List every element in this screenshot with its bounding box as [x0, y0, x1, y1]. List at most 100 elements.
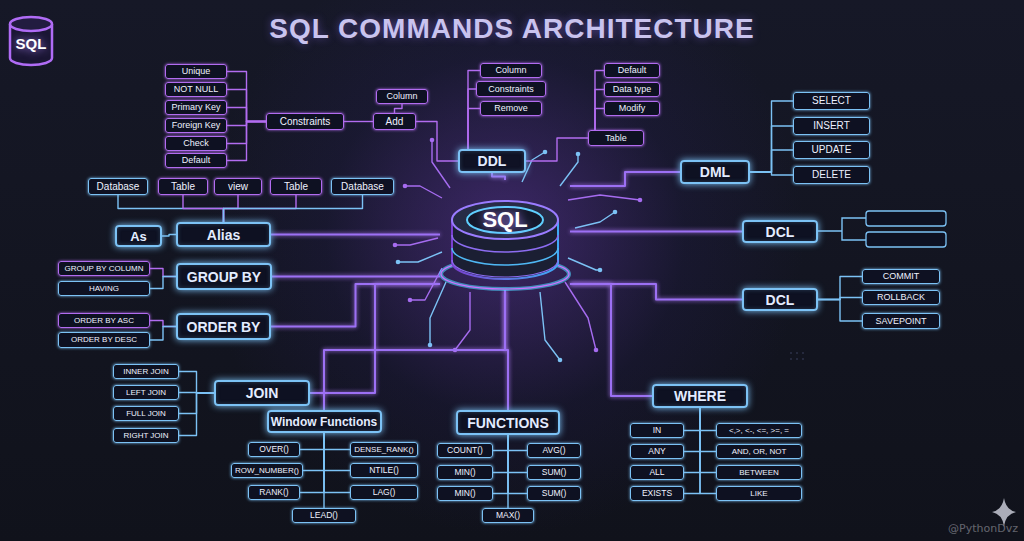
node-text: DDL: [478, 154, 507, 168]
keyword-box: INSERT: [793, 117, 870, 135]
sql-chip: SQL: [440, 180, 570, 290]
keyword-box: ROLLBACK: [862, 290, 940, 305]
keyword-box: AND, OR, NOT: [716, 444, 802, 459]
empty-dcl-boxes: [818, 211, 946, 247]
node-text: SQL: [16, 36, 47, 51]
keyword-box: LEAD(): [292, 508, 356, 523]
keyword-box: COUNT(): [437, 443, 493, 458]
node-text: RIGHT JOIN: [123, 432, 168, 440]
keyword-box: Default: [165, 153, 227, 168]
connector-line: [324, 290, 505, 410]
keyword-box: NOT NULL: [165, 82, 227, 97]
keyword-box: LIKE: [716, 486, 802, 501]
node-text: SUM(): [542, 468, 567, 477]
connector-line: [150, 327, 176, 341]
keyword-box: UPDATE: [793, 141, 870, 159]
node-text: DENSE_RANK(): [354, 446, 414, 454]
node-text: Table: [605, 134, 627, 143]
node-text: ROLLBACK: [877, 293, 925, 302]
logo-icon: SQL: [6, 14, 56, 68]
connector-line: [750, 126, 793, 172]
node-text: OVER(): [259, 445, 289, 454]
node-text: Database: [341, 182, 384, 192]
diagram-title: SQL COMMANDS ARCHITECTURE: [0, 13, 1024, 45]
keyword-box: LEFT JOIN: [113, 385, 179, 400]
connector-line: [818, 277, 862, 300]
category-box: DCL: [742, 288, 818, 311]
connector-line: [300, 433, 324, 493]
node-text: LEAD(): [310, 511, 338, 520]
node-text: <,>, <-, <=, >=, =: [729, 427, 789, 435]
connector-line: [492, 173, 505, 180]
category-box: GROUP BY: [176, 263, 272, 290]
connector-line: [227, 72, 266, 122]
node-text: AVG(): [543, 446, 566, 455]
keyword-box: Add: [373, 113, 416, 130]
connector-line: [323, 433, 324, 508]
node-text: SAVEPOINT: [876, 317, 927, 326]
connector-line: [179, 393, 214, 436]
connector-line: [684, 408, 700, 473]
category-box: Alias: [176, 222, 271, 247]
connector-line: [493, 435, 508, 473]
keyword-box: FULL JOIN: [113, 406, 179, 421]
node-text: Table: [171, 182, 195, 192]
keyword-box: DENSE_RANK(): [350, 442, 418, 457]
keyword-box: DELETE: [793, 166, 870, 184]
node-text: Constraints: [488, 85, 534, 94]
node-text: LIKE: [750, 490, 767, 498]
keyword-box: Table: [158, 178, 208, 195]
node-text: RANK(): [259, 488, 288, 497]
keyword-box: view: [214, 178, 262, 195]
keyword-box: MIN(): [437, 486, 493, 501]
keyword-box: ORDER BY DESC: [58, 332, 150, 348]
node-text: GROUP BY: [187, 270, 261, 284]
node-text: IN: [653, 426, 662, 435]
connector-line: [570, 231, 742, 233]
keyword-box: Unique: [165, 64, 227, 79]
node-text: COUNT(): [447, 446, 483, 455]
node-text: Data type: [613, 85, 652, 94]
keyword-box: INNER JOIN: [113, 364, 179, 379]
keyword-box: SUM(): [527, 465, 581, 480]
keyword-box: GROUP BY COLUMN: [58, 261, 150, 276]
node-text: NOT NULL: [174, 85, 218, 94]
connector-line: [227, 122, 266, 161]
connector-line: [324, 433, 350, 450]
node-text: ORDER BY ASC: [74, 317, 134, 325]
node-text: DCL: [766, 225, 795, 239]
category-box: WHERE: [652, 384, 748, 408]
keyword-box: SAVEPOINT: [862, 313, 940, 329]
node-text: Table: [284, 182, 308, 192]
connector-line: [508, 435, 527, 494]
node-text: Remove: [494, 104, 528, 113]
connector-line: [324, 433, 350, 471]
keyword-box: HAVING: [58, 281, 150, 296]
node-text: GROUP BY COLUMN: [65, 265, 144, 273]
connector-line: [526, 138, 588, 161]
connector-line: [507, 435, 508, 508]
keyword-box: IN: [630, 423, 684, 438]
connector-line: [179, 372, 214, 394]
connector-line: [750, 150, 793, 172]
node-text: Window Functions: [271, 416, 378, 428]
node-text: MIN(): [454, 468, 475, 477]
keyword-box: EXISTS: [630, 486, 684, 501]
node-text: UPDATE: [812, 145, 852, 155]
keyword-box: RANK(): [248, 485, 300, 500]
node-text: view: [228, 182, 248, 192]
keyword-box: Foreign Key: [165, 118, 227, 133]
node-text: Default: [618, 66, 647, 75]
node-text: INNER JOIN: [123, 368, 168, 376]
node-text: SQL: [482, 209, 527, 231]
connector-line: [700, 408, 716, 473]
keyword-box: Database: [331, 178, 394, 195]
node-text: Modify: [619, 104, 646, 113]
connector-line: [150, 277, 176, 289]
connector-line: [700, 408, 716, 452]
connector-line: [700, 408, 716, 494]
connector-line: [227, 90, 266, 122]
node-text: DCL: [766, 293, 795, 307]
connector-line: [595, 109, 604, 131]
connector-line: [818, 300, 862, 322]
